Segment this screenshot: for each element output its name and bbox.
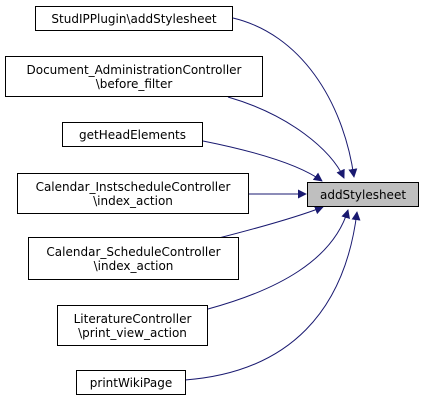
caller-node-label: getHeadElements xyxy=(78,127,186,142)
caller-node-label: Calendar_InstscheduleController xyxy=(35,179,231,194)
caller-node-document-administration-before-filter[interactable]: Document_AdministrationController \befor… xyxy=(5,56,263,97)
caller-node-label: \index_action xyxy=(93,258,174,273)
call-edge-studipplugin-addstylesheet xyxy=(232,17,358,178)
caller-node-label: LiteratureController xyxy=(73,311,192,326)
caller-node-label: Document_AdministrationController xyxy=(26,62,242,77)
target-node-addstylesheet: addStylesheet xyxy=(307,182,419,207)
caller-node-label: \before_filter xyxy=(95,76,173,91)
caller-node-calendar-schedule-index-action[interactable]: Calendar_ScheduleController \index_actio… xyxy=(28,237,239,280)
target-node-label: addStylesheet xyxy=(319,187,407,202)
caller-node-label: Calendar_ScheduleController xyxy=(46,244,221,259)
caller-node-studipplugin-addstylesheet[interactable]: StudIPPlugin\addStylesheet xyxy=(35,6,233,31)
caller-node-label: printWikiPage xyxy=(89,375,173,390)
call-edge-calendar-schedule-index-action xyxy=(214,205,324,240)
caller-node-literature-print-view-action[interactable]: LiteratureController \print_view_action xyxy=(57,305,208,346)
caller-node-calendar-instschedule-index-action[interactable]: Calendar_InstscheduleController \index_a… xyxy=(17,173,249,214)
call-edge-literature-print-view-action xyxy=(207,209,350,310)
call-edge-printwikipage xyxy=(184,211,361,381)
caller-node-getheadelements[interactable]: getHeadElements xyxy=(62,122,203,147)
caller-node-printwikipage[interactable]: printWikiPage xyxy=(76,370,186,395)
call-edge-document-administration-before-filter xyxy=(227,96,345,179)
caller-node-label: StudIPPlugin\addStylesheet xyxy=(51,11,217,26)
caller-node-label: \index_action xyxy=(93,193,173,208)
caller-node-label: \print_view_action xyxy=(78,325,187,340)
call-edge-getheadelements xyxy=(202,140,323,182)
